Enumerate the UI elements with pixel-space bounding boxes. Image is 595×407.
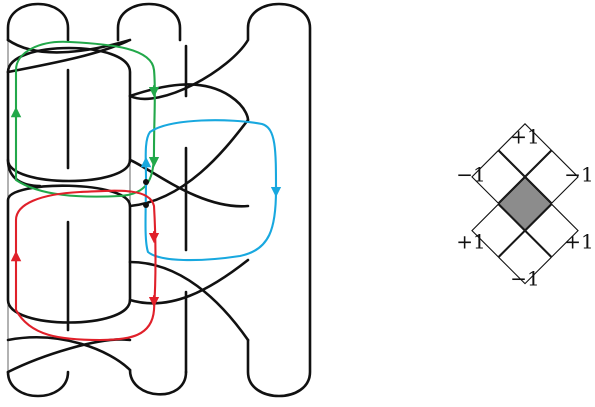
grid-cell-top bbox=[498, 123, 552, 177]
tube-bottom-middle bbox=[128, 368, 188, 396]
grid-cell-center-shaded bbox=[498, 176, 552, 231]
grid-label-bottom: −1 bbox=[510, 267, 539, 291]
marked-point-upper bbox=[143, 179, 149, 185]
sign-grid: +1 −1 −1 +1 +1 −1 bbox=[456, 123, 594, 291]
green-loop bbox=[14, 40, 156, 198]
grid-cell-bottom bbox=[498, 230, 552, 285]
tube-cap-middle bbox=[116, 2, 182, 42]
knot-diagram bbox=[6, 2, 312, 398]
grid-cell-lower-right bbox=[524, 203, 579, 258]
grid-label-top: +1 bbox=[510, 125, 539, 149]
tube-bottom-left bbox=[6, 370, 70, 398]
twist-upper-left-a bbox=[6, 38, 132, 74]
grid-label-lower-right: +1 bbox=[564, 230, 593, 254]
tube-body-left-upper bbox=[6, 46, 132, 183]
red-loop bbox=[14, 189, 157, 342]
grid-label-left: −1 bbox=[456, 163, 485, 187]
crossing-lower bbox=[128, 258, 250, 342]
grid-label-lower-left: +1 bbox=[456, 230, 485, 254]
blue-loop bbox=[144, 119, 278, 262]
crossing-middle-top bbox=[128, 83, 250, 122]
grid-cell-lower-left bbox=[471, 203, 526, 258]
tube-cap-left bbox=[6, 2, 70, 42]
crossing-bottom bbox=[6, 336, 132, 374]
grid-label-right: −1 bbox=[564, 163, 593, 187]
crossing-middle-center bbox=[128, 118, 250, 208]
marked-point-lower bbox=[143, 202, 149, 208]
grid-cell-left bbox=[471, 149, 526, 204]
grid-cell-right bbox=[524, 149, 579, 204]
tube-body-left-lower bbox=[6, 184, 132, 324]
